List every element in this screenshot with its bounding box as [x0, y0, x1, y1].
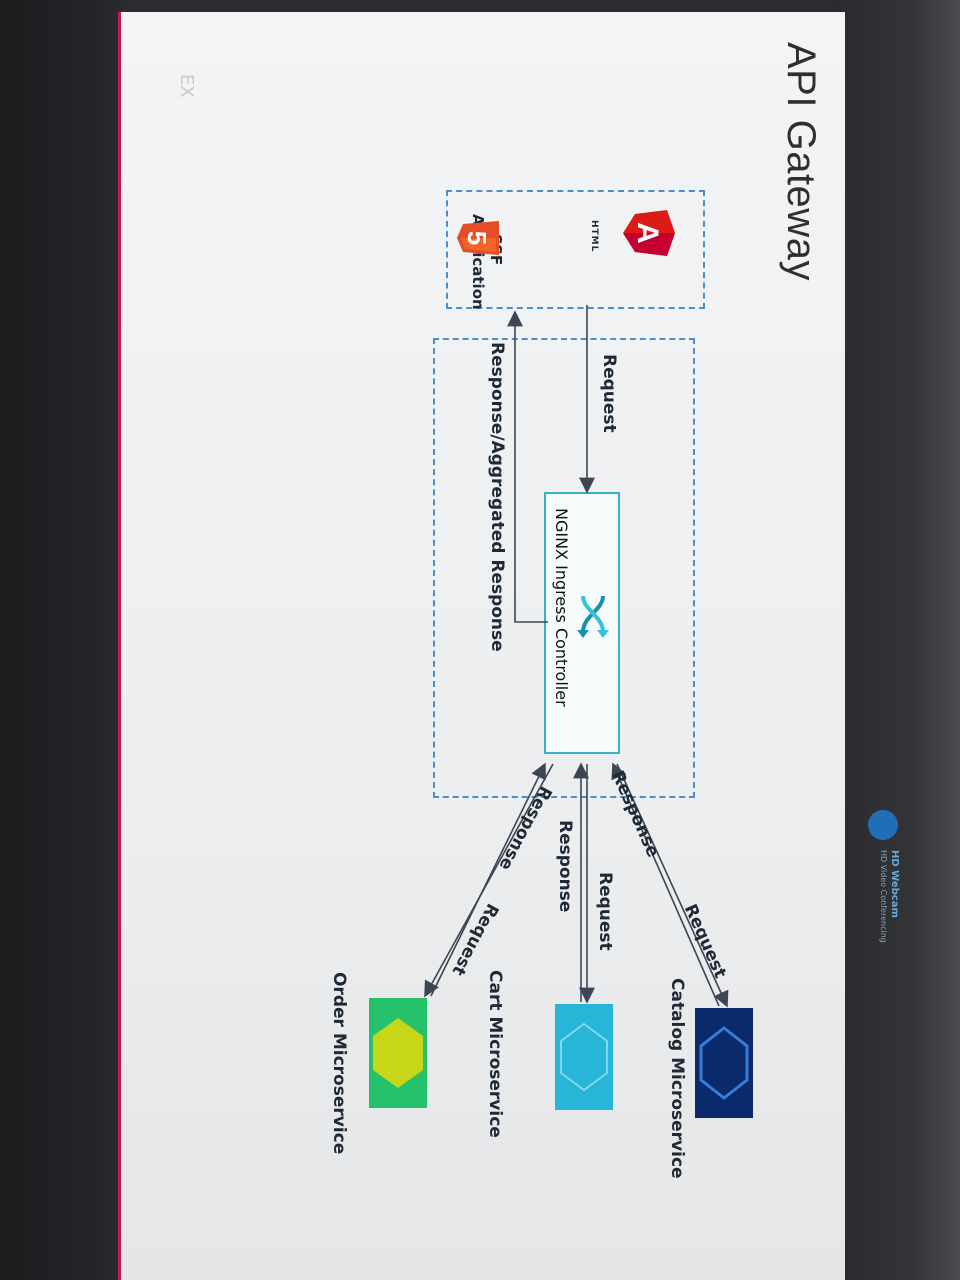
- cart-service-label: Cart Microservice: [485, 970, 505, 1138]
- slide: API Gateway A SSF Application HTML 5: [121, 12, 845, 1280]
- client-response-edge: [507, 310, 548, 623]
- html5-logo-icon: 5: [457, 221, 499, 255]
- webcam-label: HD Webcam HD Video Conferencing: [868, 810, 908, 960]
- cart-service-icon: [555, 1004, 613, 1110]
- client-request-label: Request: [599, 354, 619, 433]
- edges-layer: [424, 305, 729, 1008]
- order-service-icon: [369, 998, 427, 1108]
- svg-text:5: 5: [462, 231, 492, 245]
- webcam-icon: [868, 810, 898, 840]
- laptop-bezel-right: [835, 0, 960, 1280]
- order-service-label: Order Microservice: [329, 972, 349, 1155]
- catalog-service-tile: [695, 1008, 753, 1118]
- webcam-title: HD Webcam: [889, 850, 900, 918]
- client-response-label: Response/Aggregated Response: [487, 342, 507, 652]
- svg-text:A: A: [631, 222, 664, 244]
- webcam-subtitle: HD Video Conferencing: [879, 850, 888, 943]
- cart-request-label: Request: [595, 872, 615, 951]
- angular-logo-icon: A: [623, 210, 675, 256]
- catalog-response-edge: [611, 762, 720, 1007]
- laptop-screen: API Gateway A SSF Application HTML 5: [118, 12, 845, 1280]
- laptop-bezel-left: [0, 0, 122, 1280]
- footer-logo: EX: [176, 74, 197, 98]
- catalog-service-label: Catalog Microservice: [667, 978, 687, 1179]
- order-response-edge: [430, 762, 546, 997]
- catalog-service-icon: [695, 1008, 753, 1118]
- cart-response-label: Response: [555, 820, 575, 913]
- shuffle-icon: [577, 595, 609, 638]
- cart-service-tile: [555, 1004, 613, 1110]
- catalog-request-edge: [616, 763, 729, 1008]
- order-request-edge: [424, 763, 554, 998]
